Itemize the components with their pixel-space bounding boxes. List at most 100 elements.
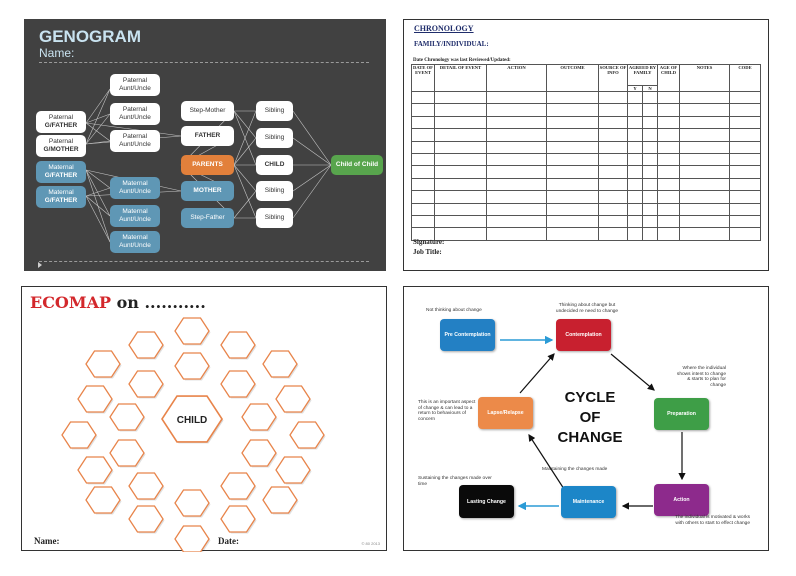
table-cell[interactable] [657,214,680,229]
table-cell[interactable] [679,128,730,142]
table-cell[interactable] [657,190,680,204]
center-hexagon[interactable] [161,395,223,443]
table-cell[interactable] [729,227,761,241]
ecomap-hexagon[interactable] [275,456,311,484]
table-cell[interactable] [642,103,658,117]
table-cell[interactable] [434,152,487,167]
table-cell[interactable] [546,128,599,142]
ecomap-hexagon[interactable] [85,350,121,378]
table-cell[interactable] [729,103,761,117]
table-cell[interactable] [679,90,730,105]
table-cell[interactable] [598,115,628,130]
ecomap-hexagon[interactable] [220,370,256,398]
table-cell[interactable] [679,227,730,241]
table-cell[interactable] [598,128,628,142]
ecomap-hexagon[interactable] [85,486,121,514]
table-cell[interactable] [411,177,435,192]
ecomap-hexagon[interactable] [109,439,145,467]
table-cell[interactable] [598,103,628,117]
table-cell[interactable] [679,214,730,229]
ecomap-hexagon[interactable] [241,439,277,467]
table-cell[interactable] [729,90,761,105]
table-cell[interactable] [729,152,761,167]
ecomap-hexagon[interactable] [262,350,298,378]
table-cell[interactable] [729,128,761,142]
table-cell[interactable] [598,152,628,167]
table-cell[interactable] [434,202,487,216]
table-cell[interactable] [679,202,730,216]
table-cell[interactable] [627,227,643,241]
table-cell[interactable] [642,214,658,229]
ecomap-hexagon[interactable] [289,421,325,449]
ecomap-hexagon[interactable] [109,403,145,431]
table-cell[interactable] [679,140,730,154]
table-cell[interactable] [598,165,628,179]
table-cell[interactable] [679,103,730,117]
table-cell[interactable] [546,227,599,241]
table-cell[interactable] [546,165,599,179]
table-cell[interactable] [627,115,643,130]
ecomap-hexagon[interactable] [220,331,256,359]
table-cell[interactable] [627,140,643,154]
table-cell[interactable] [434,90,487,105]
table-cell[interactable] [598,202,628,216]
table-cell[interactable] [486,202,547,216]
table-cell[interactable] [434,177,487,192]
table-cell[interactable] [729,202,761,216]
ecomap-hexagon[interactable] [262,486,298,514]
table-cell[interactable] [679,165,730,179]
table-cell[interactable] [642,140,658,154]
table-cell[interactable] [434,214,487,229]
ecomap-hexagon[interactable] [77,456,113,484]
table-cell[interactable] [486,214,547,229]
table-cell[interactable] [729,190,761,204]
table-cell[interactable] [657,103,680,117]
table-cell[interactable] [642,128,658,142]
table-cell[interactable] [486,140,547,154]
ecomap-hexagon[interactable] [128,505,164,533]
table-cell[interactable] [627,128,643,142]
table-cell[interactable] [546,202,599,216]
table-cell[interactable] [642,177,658,192]
table-cell[interactable] [411,152,435,167]
table-cell[interactable] [546,140,599,154]
table-cell[interactable] [434,103,487,117]
table-cell[interactable] [729,115,761,130]
ecomap-hexagon[interactable] [174,489,210,517]
table-cell[interactable] [598,190,628,204]
table-cell[interactable] [411,103,435,117]
table-cell[interactable] [627,90,643,105]
table-cell[interactable] [657,202,680,216]
table-cell[interactable] [657,177,680,192]
ecomap-hexagon[interactable] [128,331,164,359]
table-cell[interactable] [627,152,643,167]
table-cell[interactable] [598,90,628,105]
ecomap-hexagon[interactable] [128,472,164,500]
ecomap-hexagon[interactable] [174,352,210,380]
table-cell[interactable] [486,103,547,117]
table-cell[interactable] [598,140,628,154]
table-cell[interactable] [657,165,680,179]
table-cell[interactable] [411,90,435,105]
table-cell[interactable] [486,227,547,241]
table-cell[interactable] [627,177,643,192]
ecomap-hexagon[interactable] [241,403,277,431]
table-cell[interactable] [434,128,487,142]
ecomap-hexagon[interactable] [174,317,210,345]
table-cell[interactable] [546,190,599,204]
table-cell[interactable] [598,214,628,229]
table-cell[interactable] [546,177,599,192]
table-cell[interactable] [546,214,599,229]
table-cell[interactable] [598,227,628,241]
table-cell[interactable] [642,90,658,105]
table-cell[interactable] [642,202,658,216]
ecomap-hexagon[interactable] [174,525,210,552]
table-cell[interactable] [411,165,435,179]
table-cell[interactable] [546,115,599,130]
table-cell[interactable] [642,115,658,130]
ecomap-hexagon[interactable] [220,505,256,533]
table-cell[interactable] [411,190,435,204]
table-cell[interactable] [486,177,547,192]
table-cell[interactable] [411,214,435,229]
table-cell[interactable] [729,140,761,154]
